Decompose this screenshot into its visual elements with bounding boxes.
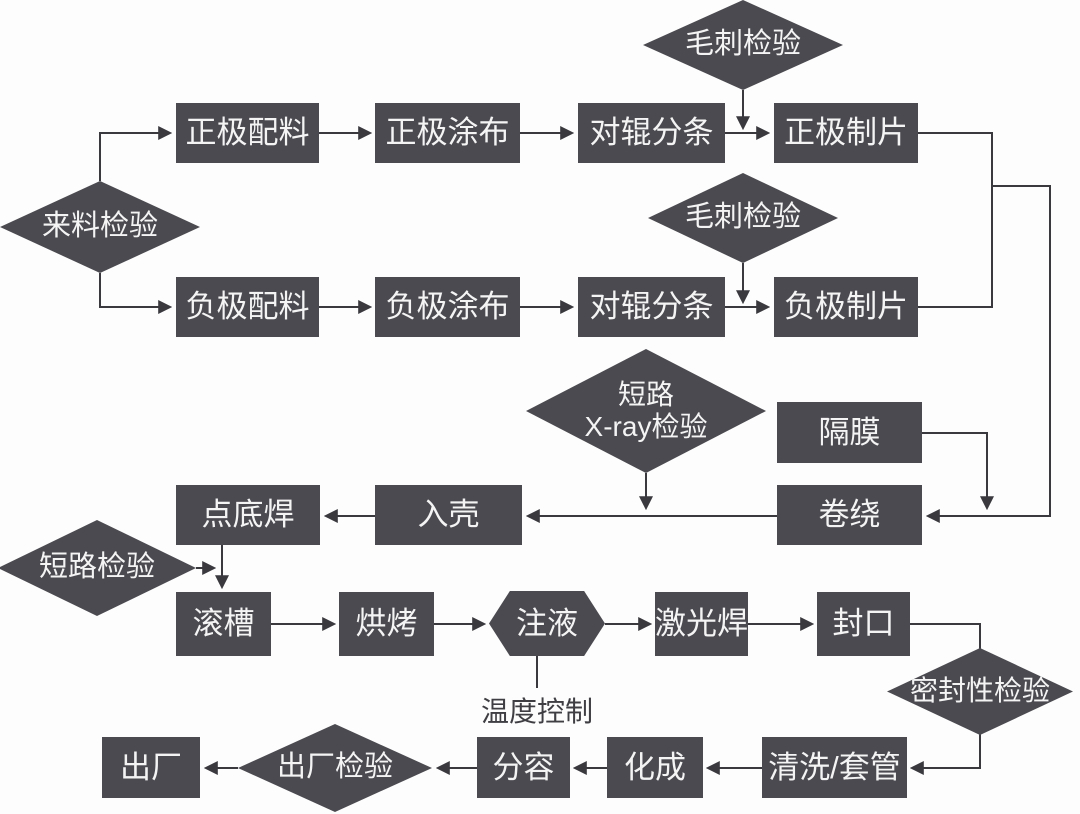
node-capacity-grading: 分容: [477, 737, 570, 798]
node-casing: 入壳: [375, 485, 522, 545]
node-positive-batching: 正极配料: [176, 103, 319, 163]
node-cleaning-sleeving: 清洗/套管: [762, 737, 907, 798]
edge-sheeting-merge: [918, 132, 993, 308]
node-negative-slitting: 对辊分条: [578, 277, 725, 337]
node-positive-coating: 正极涂布: [375, 103, 520, 163]
node-negative-batching: 负极配料: [176, 277, 319, 337]
node-positive-sheeting: 正极制片: [774, 103, 918, 163]
node-grooving: 滚槽: [176, 592, 271, 656]
edge-incoming-to-positive: [99, 126, 173, 181]
node-negative-sheeting: 负极制片: [774, 277, 918, 337]
xray-inspection-line1: 短路: [617, 378, 674, 410]
node-bottom-spot-welding: 点底焊: [176, 485, 320, 545]
temperature-control-note: 温度控制: [480, 696, 593, 727]
node-shipment: 出厂: [102, 737, 200, 798]
node-separator-film: 隔膜: [777, 402, 922, 463]
edge-incoming-to-negative: [99, 273, 173, 314]
node-liquid-injection: 注液: [489, 591, 605, 656]
xray-inspection-line2: X-ray检验: [584, 411, 708, 442]
edge-merge-to-winding: [925, 185, 1051, 523]
node-positive-slitting: 对辊分条: [578, 103, 725, 163]
node-negative-coating: 负极涂布: [375, 277, 520, 337]
node-baking: 烘烤: [339, 592, 434, 656]
node-laser-welding: 激光焊: [655, 592, 748, 656]
node-sealing: 封口: [817, 592, 910, 656]
node-formation: 化成: [607, 737, 703, 798]
edge-separator-merge: [922, 432, 994, 511]
node-winding: 卷绕: [777, 485, 922, 545]
